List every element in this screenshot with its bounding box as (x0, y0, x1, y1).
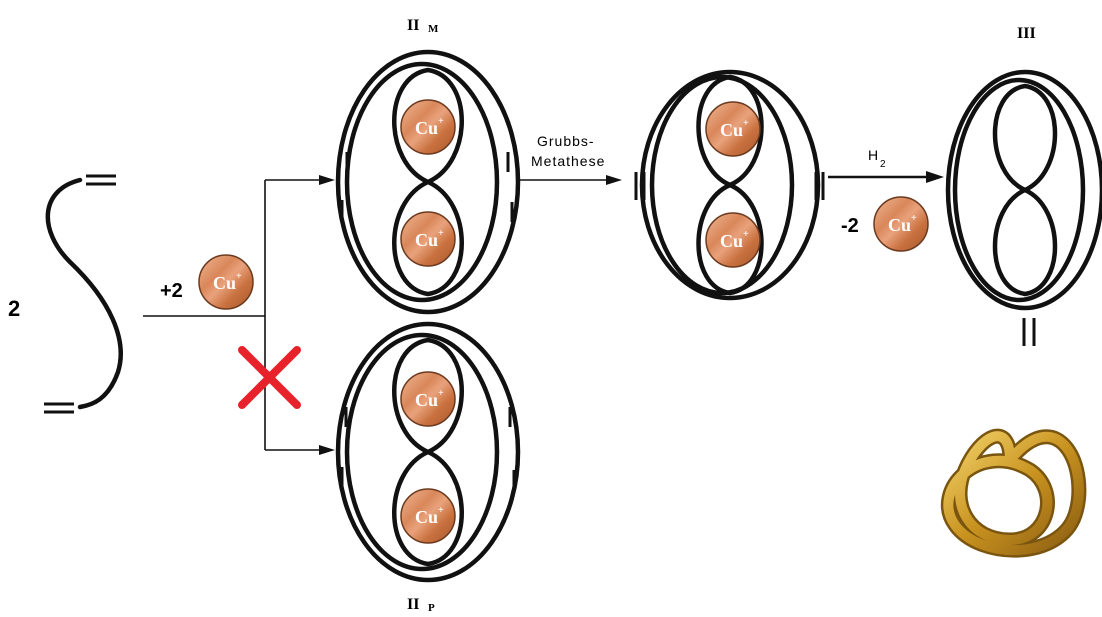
isomer-P-subscript: P (428, 602, 435, 614)
cu-ion-charge: + (743, 118, 749, 129)
cu-ion-charge: + (438, 228, 444, 239)
hydrogen-subscript: 2 (880, 159, 886, 170)
cu-ion-sphere-icon: Cu + (873, 196, 929, 252)
cu-ion-label: Cu (415, 230, 438, 250)
add-copper-label: +2 (160, 280, 183, 302)
remove-copper-label: -2 (841, 215, 859, 237)
cu-ion-sphere-icon: Cu + (400, 99, 456, 155)
cu-ion-label: Cu (720, 120, 743, 140)
cu-ion-charge: + (438, 505, 444, 516)
closed-complex: Cu + Cu + (634, 69, 825, 301)
equals-sign (1022, 318, 1036, 346)
cu-ion-sphere-icon: Cu + (705, 101, 761, 157)
metathesis-arrow (517, 175, 622, 185)
hydrogen-label: H (868, 147, 878, 163)
cu-ion-sphere-icon: Cu + (400, 211, 456, 267)
cu-ion-sphere-icon: Cu + (400, 371, 456, 427)
cu-ion-label: Cu (213, 273, 236, 293)
hydrogenation-arrow (828, 171, 944, 183)
product-III-knot (945, 69, 1102, 311)
cu-ion-charge: + (911, 213, 917, 224)
complex-II-M: Cu + Cu + (335, 49, 521, 315)
cu-ion-charge: + (438, 116, 444, 127)
complex-II-P: Cu + Cu + (335, 321, 521, 583)
ligand-strand (44, 174, 123, 414)
stoichiometry-label: 2 (8, 296, 20, 321)
cu-ion-label: Cu (415, 507, 438, 527)
cu-ion-charge: + (743, 229, 749, 240)
product-III-label: III (1017, 25, 1036, 42)
branch-arrows (143, 175, 335, 455)
isomer-M-subscript: M (428, 23, 439, 35)
cu-ion-label: Cu (888, 215, 911, 235)
cu-ion-charge: + (236, 271, 242, 282)
trefoil-knot-icon (941, 428, 1087, 558)
metathesis-label-line1: Grubbs- (537, 133, 595, 149)
cu-ion-label: Cu (720, 231, 743, 251)
isomer-P-label: II (407, 596, 419, 613)
cu-ion-label: Cu (415, 118, 438, 138)
isomer-M-label: II (407, 17, 419, 34)
cu-ion-sphere-icon: Cu + (198, 254, 254, 310)
cu-ion-sphere-icon: Cu + (400, 488, 456, 544)
cu-ion-label: Cu (415, 390, 438, 410)
metathesis-label-line2: Metathese (531, 153, 605, 169)
cu-ion-sphere-icon: Cu + (705, 212, 761, 268)
cu-ion-charge: + (438, 388, 444, 399)
red-cross-icon (238, 346, 301, 409)
